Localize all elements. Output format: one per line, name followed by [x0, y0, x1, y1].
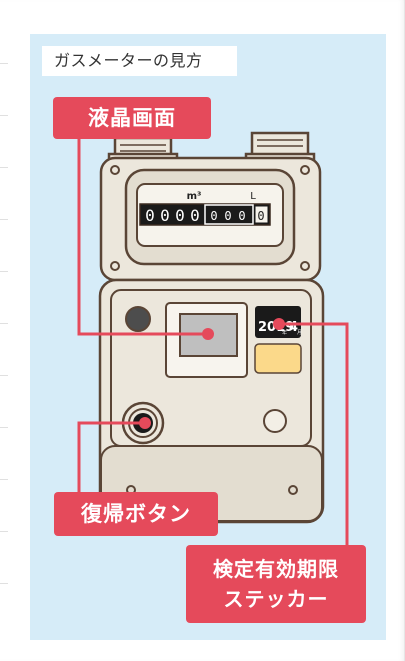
- reset-pointer-dot: [139, 417, 151, 429]
- reset-button-callout: 復帰ボタン: [54, 492, 218, 536]
- counter-display: m³ L 0 0 0 0 0 0 0 0: [139, 191, 271, 226]
- counter-unit-m3: m³: [187, 191, 202, 202]
- sticker-month-unit: 月: [297, 330, 302, 336]
- counter-digit-l: 0: [224, 209, 231, 223]
- counter-digit-m3: 0: [190, 206, 200, 225]
- counter-digit-l: 0: [257, 209, 264, 223]
- sticker-year-unit: 年: [282, 329, 287, 336]
- yellow-label: [254, 343, 302, 374]
- counter-digit-l: 0: [210, 209, 217, 223]
- lcd-screen-callout: 液晶画面: [53, 97, 211, 139]
- expiry-callout-line2: ステッカー: [223, 587, 329, 611]
- leader-lines: [77, 139, 349, 545]
- sticker-pointer-dot: [273, 318, 285, 330]
- expiry-sticker-callout: 検定有効期限 ステッカー: [186, 545, 366, 623]
- sensor-lamp: [125, 306, 151, 332]
- counter-digit-m3: 0: [175, 206, 185, 225]
- lcd-pointer-dot: [202, 328, 214, 340]
- diagram-title: ガスメーターの見方: [42, 46, 237, 76]
- expiry-callout-line1: 検定有効期限: [213, 557, 339, 581]
- screw-cap: [263, 409, 287, 433]
- counter-digit-l: 0: [238, 209, 245, 223]
- sticker-month: 4: [289, 320, 298, 335]
- counter-digit-m3: 0: [145, 206, 155, 225]
- lcd-screen: [165, 302, 248, 378]
- counter-digit-m3: 0: [160, 206, 170, 225]
- counter-unit-l: L: [250, 191, 256, 202]
